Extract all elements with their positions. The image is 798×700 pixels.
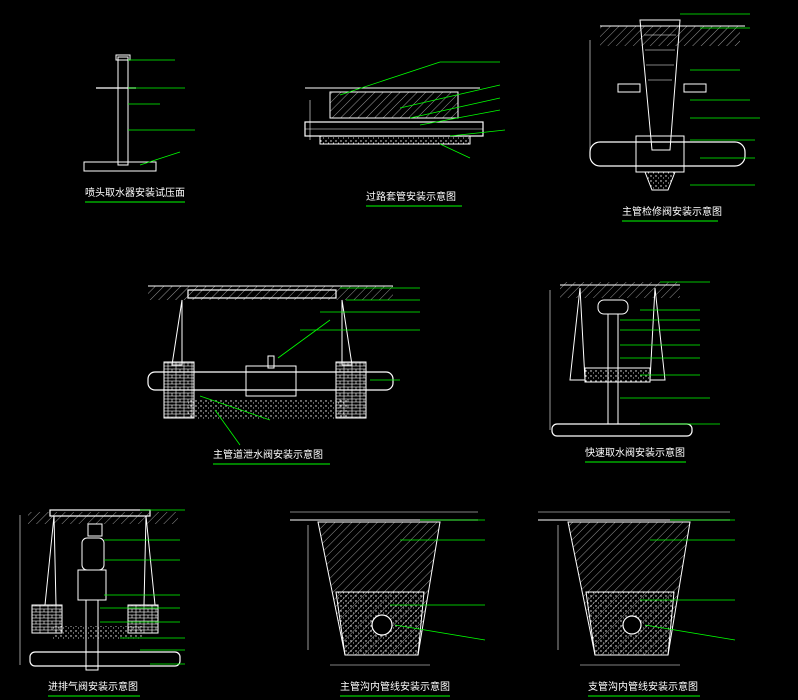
caption-main-drain-valve: 主管道泄水阀安装示意图 [213, 448, 323, 461]
caption-road-sleeve: 过路套管安装示意图 [366, 190, 456, 203]
caption-branch-trench: 支管沟内管线安装示意图 [588, 680, 698, 693]
detail-main-gate-valve: 主管检修阀安装示意图 [589, 13, 760, 222]
caption-quick-coupling: 快速取水阀安装示意图 [585, 446, 685, 459]
caption-main-trench: 主管沟内管线安装示意图 [340, 680, 450, 693]
detail-quick-coupling: 快速取水阀安装示意图 [549, 281, 720, 463]
detail-road-sleeve: 过路套管安装示意图 [304, 61, 506, 207]
detail-main-drain-valve: 主管道泄水阀安装示意图 [147, 285, 420, 465]
detail-air-release-valve: 进排气阀安装示意图 [19, 509, 185, 697]
caption-main-gate-valve: 主管检修阀安装示意图 [622, 205, 722, 218]
detail-branch-trench: 支管沟内管线安装示意图 [538, 511, 736, 697]
detail-sprinkler: 喷头取水器安装试压面 [83, 54, 195, 203]
caption-sprinkler: 喷头取水器安装试压面 [85, 186, 185, 199]
detail-main-trench: 主管沟内管线安装示意图 [290, 511, 486, 697]
caption-air-release-valve: 进排气阀安装示意图 [48, 680, 138, 693]
